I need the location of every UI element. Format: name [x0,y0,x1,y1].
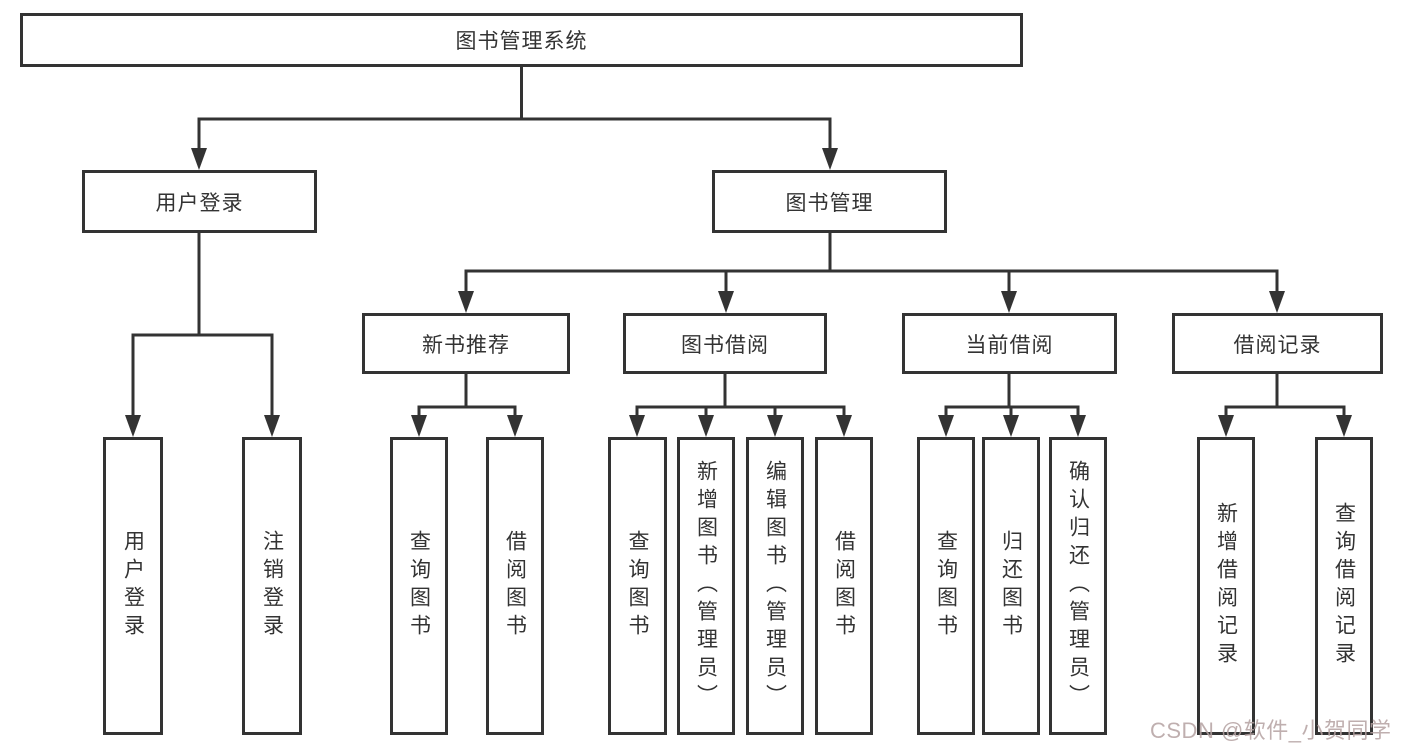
arrowhead [264,415,280,437]
arrowhead [836,415,852,437]
leaf-logout: 注销登录 [242,437,302,735]
leaf-label: 查询借阅记录 [1332,502,1356,670]
arrowhead [1001,291,1017,313]
arrowhead [822,148,838,170]
arrowhead [1003,415,1019,437]
arrowhead [718,291,734,313]
arrowhead [1070,415,1086,437]
node-new-book-recommend: 新书推荐 [362,313,570,374]
node-book-management: 图书管理 [712,170,947,233]
arrowhead [1336,415,1352,437]
arrowhead [698,415,714,437]
leaf-current-return-books: 归还图书 [982,437,1040,735]
arrowhead [1218,415,1234,437]
leaf-label: 查询图书 [626,530,650,642]
node-user-login: 用户登录 [82,170,317,233]
arrowhead [938,415,954,437]
leaf-label: 新增借阅记录 [1214,502,1238,670]
leaf-borrow-add-books-admin: 新增图书（管理员） [677,437,735,735]
leaf-current-confirm-return-admin: 确认归还（管理员） [1049,437,1107,735]
node-label: 图书管理 [785,191,874,215]
leaf-label: 查询图书 [934,530,958,642]
node-borrow-records: 借阅记录 [1172,313,1383,374]
node-label: 当前借阅 [965,333,1054,357]
leaf-recommend-query-books: 查询图书 [390,437,448,735]
node-label: 用户登录 [155,191,244,215]
leaf-records-add-record: 新增借阅记录 [1197,437,1255,735]
leaf-borrow-query-books: 查询图书 [608,437,667,735]
leaf-label: 新增图书（管理员） [694,460,718,712]
node-label: 图书管理系统 [455,30,588,53]
leaf-label: 编辑图书（管理员） [763,460,787,712]
leaf-label: 借阅图书 [503,530,527,642]
node-library-management-system: 图书管理系统 [20,13,1023,67]
leaf-borrow-edit-books-admin: 编辑图书（管理员） [746,437,804,735]
arrowhead [507,415,523,437]
leaf-label: 确认归还（管理员） [1066,460,1090,712]
arrowhead [629,415,645,437]
leaf-label: 归还图书 [999,530,1023,642]
leaf-recommend-borrow-books: 借阅图书 [486,437,544,735]
arrowhead [191,148,207,170]
leaf-label: 注销登录 [260,530,284,642]
leaf-borrow-borrow-books: 借阅图书 [815,437,873,735]
leaf-current-query-books: 查询图书 [917,437,975,735]
arrowhead [1269,291,1285,313]
arrowhead [767,415,783,437]
node-current-borrow: 当前借阅 [902,313,1117,374]
leaf-records-query-record: 查询借阅记录 [1315,437,1373,735]
leaf-user-login: 用户登录 [103,437,163,735]
arrowhead [458,291,474,313]
leaf-label: 用户登录 [121,530,145,642]
node-book-borrow: 图书借阅 [623,313,827,374]
leaf-label: 查询图书 [407,530,431,642]
node-label: 图书借阅 [681,333,769,357]
leaf-label: 借阅图书 [832,530,856,642]
arrowhead [125,415,141,437]
node-label: 借阅记录 [1233,333,1322,357]
arrowhead [411,415,427,437]
node-label: 新书推荐 [422,333,510,357]
csdn-watermark: CSDN @软件_小贺同学 [1150,718,1392,743]
